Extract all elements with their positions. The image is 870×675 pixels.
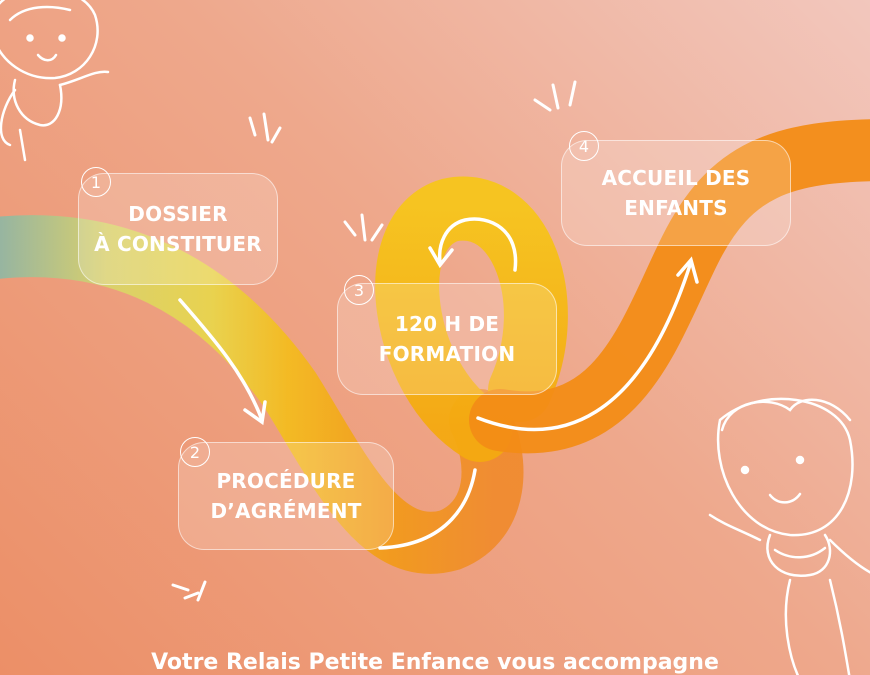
child-girl-illustration [0,0,110,162]
step-number-3: 3 [344,275,374,305]
arrow-1-to-2 [178,298,267,426]
road-path [0,215,524,574]
sparkle-icon [248,112,282,144]
footer-text: Votre Relais Petite Enfance vous accompa… [151,650,719,675]
child-boy-illustration [708,397,870,675]
step-number-1: 1 [81,167,111,197]
step-number-4: 4 [569,131,599,161]
arrow-2-to-3 [378,468,477,550]
step-number-2: 2 [180,437,210,467]
arrow-3-to-4 [476,256,699,432]
road-rise [469,119,870,454]
step-box-3: 120 H DE FORMATION [337,283,557,395]
sparkle-icon [533,80,577,112]
sparkle-icon [343,213,384,242]
step-box-4: ACCUEIL DES ENFANTS [561,140,791,246]
step-box-2: PROCÉDURE D’AGRÉMENT [178,442,394,550]
sparkle-icon [171,580,207,602]
step-box-1: DOSSIER À CONSTITUER [78,173,278,285]
loop-arrow-icon [428,217,518,272]
